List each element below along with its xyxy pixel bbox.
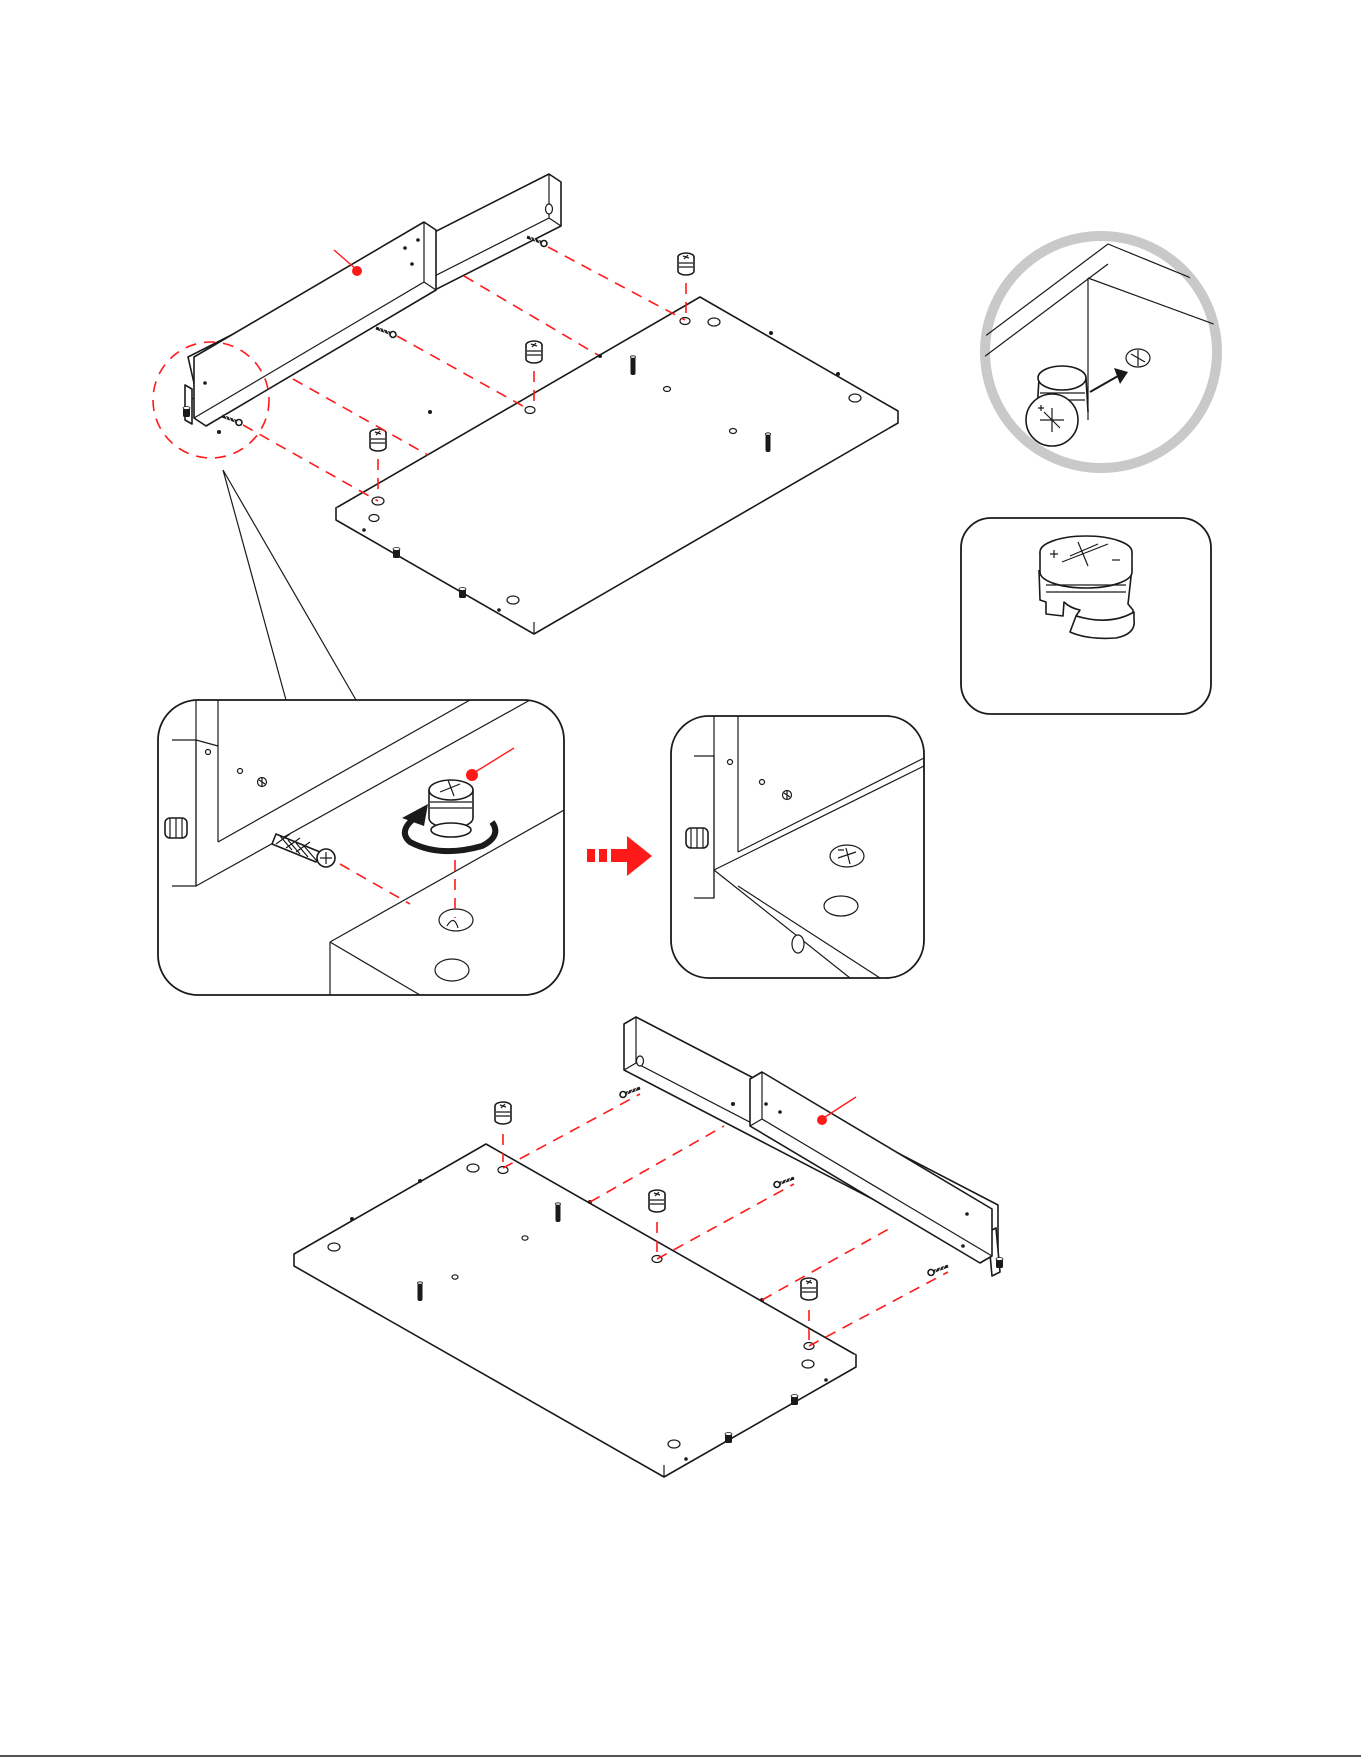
assembly-bottom bbox=[294, 1017, 1003, 1477]
edge-pin bbox=[165, 818, 187, 838]
cam-lock-icon bbox=[429, 780, 473, 837]
arrow-right-icon bbox=[587, 836, 652, 876]
detail-cam-insert bbox=[980, 236, 1240, 468]
cam-lock-icon bbox=[370, 429, 386, 451]
edge-pin bbox=[996, 1258, 1003, 1269]
cam-lock-closeup bbox=[961, 518, 1211, 714]
edge-pin bbox=[183, 407, 190, 418]
edge-pin bbox=[393, 548, 400, 559]
dowel-icon bbox=[418, 1282, 423, 1301]
zoom-after bbox=[671, 716, 924, 978]
cam-lock-icon bbox=[801, 1278, 817, 1300]
cam-lock-icon bbox=[649, 1190, 665, 1212]
zoom-before bbox=[158, 700, 564, 995]
edge-pin bbox=[459, 588, 466, 599]
dowel-icon bbox=[766, 433, 771, 452]
marker-dot-bottom bbox=[817, 1115, 827, 1125]
assembly-top bbox=[153, 174, 898, 700]
cam-bolt-icon bbox=[222, 415, 242, 426]
marker-dot-zoom bbox=[466, 769, 478, 781]
cam-lock-icon bbox=[678, 253, 694, 275]
edge-pin bbox=[686, 828, 708, 848]
cam-lock-icon bbox=[526, 341, 542, 363]
cam-bolt-icon bbox=[376, 327, 396, 338]
marker-dot-top bbox=[352, 266, 362, 276]
dowel-icon bbox=[556, 1203, 561, 1222]
edge-pin bbox=[791, 1395, 798, 1406]
edge-pin bbox=[725, 1433, 732, 1444]
dowel-icon bbox=[631, 356, 636, 375]
cam-lock-icon bbox=[495, 1102, 511, 1124]
